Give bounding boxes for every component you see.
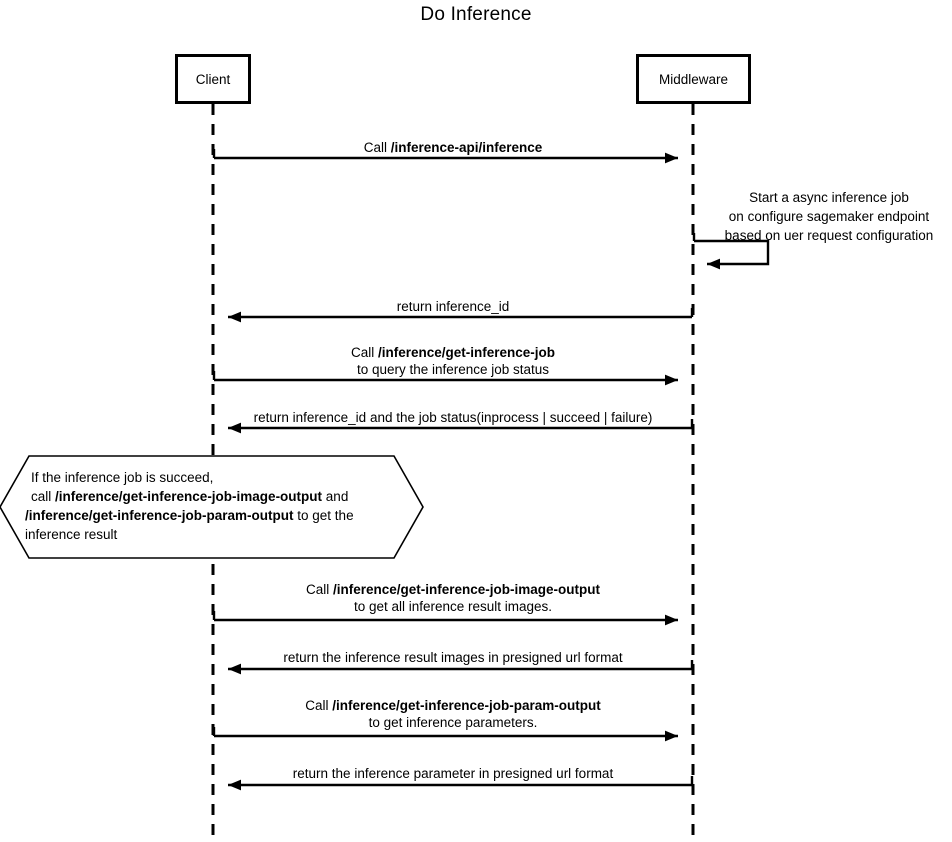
note-hexagon xyxy=(0,455,424,559)
message-label-3-text: return inference_id xyxy=(396,299,510,314)
selfcall-note-2: Start a async inference job on configure… xyxy=(706,188,952,245)
message-label-4: Call /inference/get-inference-job to que… xyxy=(213,344,693,378)
message-label-8-line2: to get inference parameters. xyxy=(368,715,538,730)
message-label-6-plain: Call xyxy=(305,582,333,597)
note-line-3-endpoint: /inference/get-inference-job-param-outpu… xyxy=(25,508,294,523)
message-arrow-4 xyxy=(212,371,678,386)
message-label-1-endpoint: /inference-api/inference xyxy=(390,140,543,155)
message-label-4-endpoint: /inference/get-inference-job xyxy=(377,345,556,360)
message-label-4-line2: to query the inference job status xyxy=(356,362,550,377)
note-line-3-b: to get the xyxy=(293,508,354,523)
message-arrow-3 xyxy=(228,308,694,323)
message-arrow-8 xyxy=(212,727,678,742)
note-line-2-a: call xyxy=(31,489,56,504)
participant-middleware-label: Middleware xyxy=(658,71,729,87)
message-label-9: return the inference parameter in presig… xyxy=(213,765,693,782)
note-line-1: If the inference job is succeed, xyxy=(31,470,214,485)
message-label-1-plain: Call xyxy=(363,140,391,155)
message-arrow-5 xyxy=(228,419,694,434)
message-label-4-line1: Call /inference/get-inference-job xyxy=(213,344,693,361)
message-label-3: return inference_id xyxy=(213,298,693,315)
selfcall-note-2-line3: based on uer request configuration xyxy=(724,228,934,243)
message-label-6-endpoint: /inference/get-inference-job-image-outpu… xyxy=(332,582,601,597)
participant-client-label: Client xyxy=(195,71,231,87)
message-label-5-text: return inference_id and the job status(i… xyxy=(253,410,653,425)
note-line-3: /inference/get-inference-job-param-outpu… xyxy=(25,506,411,525)
message-arrow-1 xyxy=(212,149,678,164)
message-label-9-text: return the inference parameter in presig… xyxy=(292,766,614,781)
page-title: Do Inference xyxy=(420,4,532,25)
message-label-8-line1: Call /inference/get-inference-job-param-… xyxy=(213,697,693,714)
message-label-6-line2: to get all inference result images. xyxy=(353,599,553,614)
message-label-7: return the inference result images in pr… xyxy=(213,649,693,666)
message-label-8-endpoint: /inference/get-inference-job-param-outpu… xyxy=(332,698,601,713)
message-arrow-7 xyxy=(228,660,694,675)
note-line-2-endpoint: /inference/get-inference-job-image-outpu… xyxy=(55,489,323,504)
message-arrow-2-self xyxy=(692,233,770,270)
message-label-5: return inference_id and the job status(i… xyxy=(213,409,693,426)
message-label-4-plain: Call xyxy=(350,345,378,360)
message-label-7-text: return the inference result images in pr… xyxy=(283,650,623,665)
note-line-2: call /inference/get-inference-job-image-… xyxy=(31,487,411,506)
selfcall-note-2-line2: on configure sagemaker endpoint xyxy=(728,209,930,224)
participant-client[interactable]: Client xyxy=(175,54,251,104)
message-arrow-9 xyxy=(228,776,694,791)
note-body: If the inference job is succeed, call /i… xyxy=(25,468,411,544)
message-label-8: Call /inference/get-inference-job-param-… xyxy=(213,697,693,731)
participant-middleware[interactable]: Middleware xyxy=(636,54,751,104)
message-label-6-line1: Call /inference/get-inference-job-image-… xyxy=(213,581,693,598)
message-arrow-6 xyxy=(212,611,678,626)
selfcall-note-2-line1: Start a async inference job xyxy=(749,190,909,205)
note-line-4: inference result xyxy=(25,527,118,542)
note-line-2-c: and xyxy=(322,489,349,504)
message-label-1: Call /inference-api/inference xyxy=(213,139,693,156)
message-label-8-plain: Call xyxy=(305,698,333,713)
message-label-6: Call /inference/get-inference-job-image-… xyxy=(213,581,693,615)
